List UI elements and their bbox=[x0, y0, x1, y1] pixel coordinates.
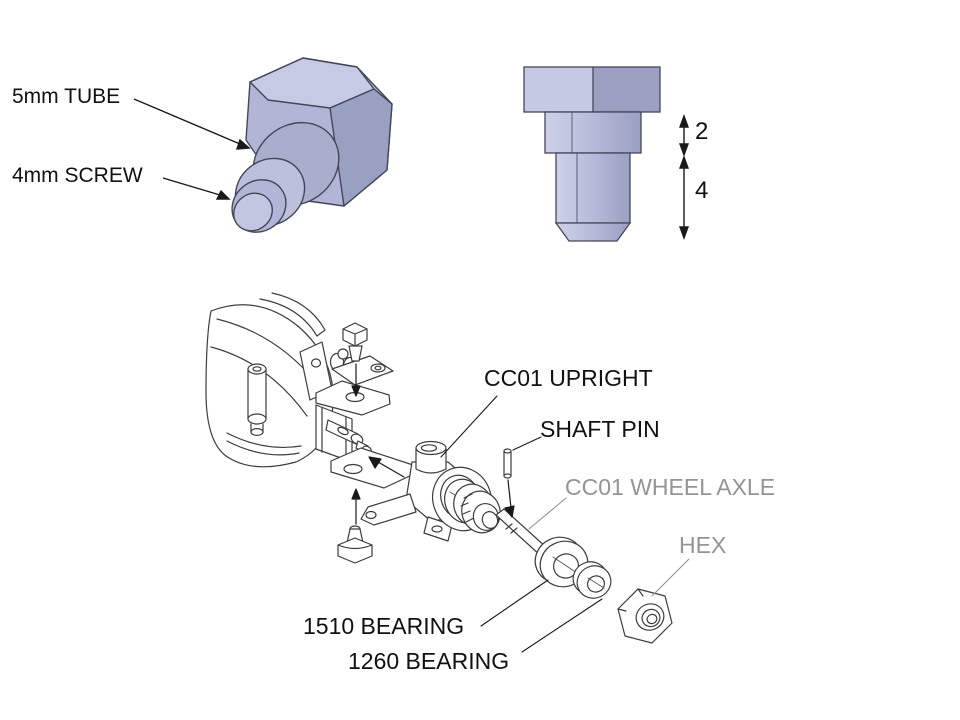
shaft-pin-leader bbox=[512, 436, 542, 451]
damper-mount bbox=[247, 363, 267, 437]
bearing-1510-label: 1510 BEARING bbox=[303, 613, 465, 639]
bearing-1510-leader bbox=[480, 579, 549, 627]
upright-label: CC01 UPRIGHT bbox=[484, 365, 653, 391]
screw-callout-line bbox=[162, 177, 221, 196]
wheel-axle-label: CC01 WHEEL AXLE bbox=[565, 474, 776, 500]
upright-kingpin-hole bbox=[420, 444, 438, 452]
bearing-1260-label: 1260 BEARING bbox=[348, 648, 510, 674]
wheel-axle-leader bbox=[528, 497, 567, 530]
mount-bracket-drawing bbox=[299, 341, 415, 489]
hex-nut-drawing bbox=[617, 588, 673, 644]
callout-arrows bbox=[133, 98, 251, 200]
top-bolt-drawing bbox=[342, 322, 368, 362]
kingpin-arrow bbox=[368, 456, 405, 478]
side-tube bbox=[544, 111, 642, 154]
dim-tube-value: 2 bbox=[695, 118, 709, 145]
upright-leader bbox=[440, 395, 498, 458]
shaft-pin-arrow bbox=[504, 479, 515, 518]
tube-callout-line bbox=[133, 98, 241, 145]
hex-label: HEX bbox=[679, 532, 727, 558]
side-screw-tip bbox=[554, 222, 632, 242]
hex-head-right-face bbox=[329, 88, 393, 207]
screw-label: 4mm SCREW bbox=[12, 164, 143, 187]
bottom-screw-arrow bbox=[351, 488, 361, 525]
screw-tip-face bbox=[233, 192, 273, 232]
housing-strap bbox=[226, 432, 302, 449]
housing-top-tube bbox=[259, 298, 318, 337]
axle-housing-drawing bbox=[205, 292, 334, 468]
side-screw bbox=[555, 152, 631, 224]
side-head-right bbox=[593, 67, 660, 112]
tube-callout-arrowhead bbox=[236, 138, 251, 150]
screw-callout-arrowhead bbox=[215, 189, 231, 200]
shaft-pin-label: SHAFT PIN bbox=[540, 416, 660, 442]
side-head-left bbox=[524, 67, 593, 112]
leader-lines bbox=[440, 395, 690, 653]
dimension-arrows bbox=[679, 113, 689, 241]
upright-arm bbox=[360, 493, 417, 526]
top-bolt-arrow bbox=[351, 363, 361, 397]
housing-ball bbox=[205, 304, 334, 468]
bearing-1260-drawing bbox=[572, 561, 612, 599]
side-view-drawing bbox=[523, 66, 661, 242]
lower-plate-hole bbox=[343, 463, 363, 475]
shaft-pin-drawing bbox=[503, 448, 512, 479]
exploded-view-drawing bbox=[205, 292, 690, 653]
bearing-1260-leader bbox=[521, 598, 603, 653]
iso-part-drawing bbox=[231, 57, 393, 233]
hex-leader bbox=[651, 558, 690, 597]
bottom-screw-drawing bbox=[337, 525, 373, 564]
dim-screw-value: 4 bbox=[695, 177, 709, 204]
tube-label: 5mm TUBE bbox=[12, 85, 121, 108]
